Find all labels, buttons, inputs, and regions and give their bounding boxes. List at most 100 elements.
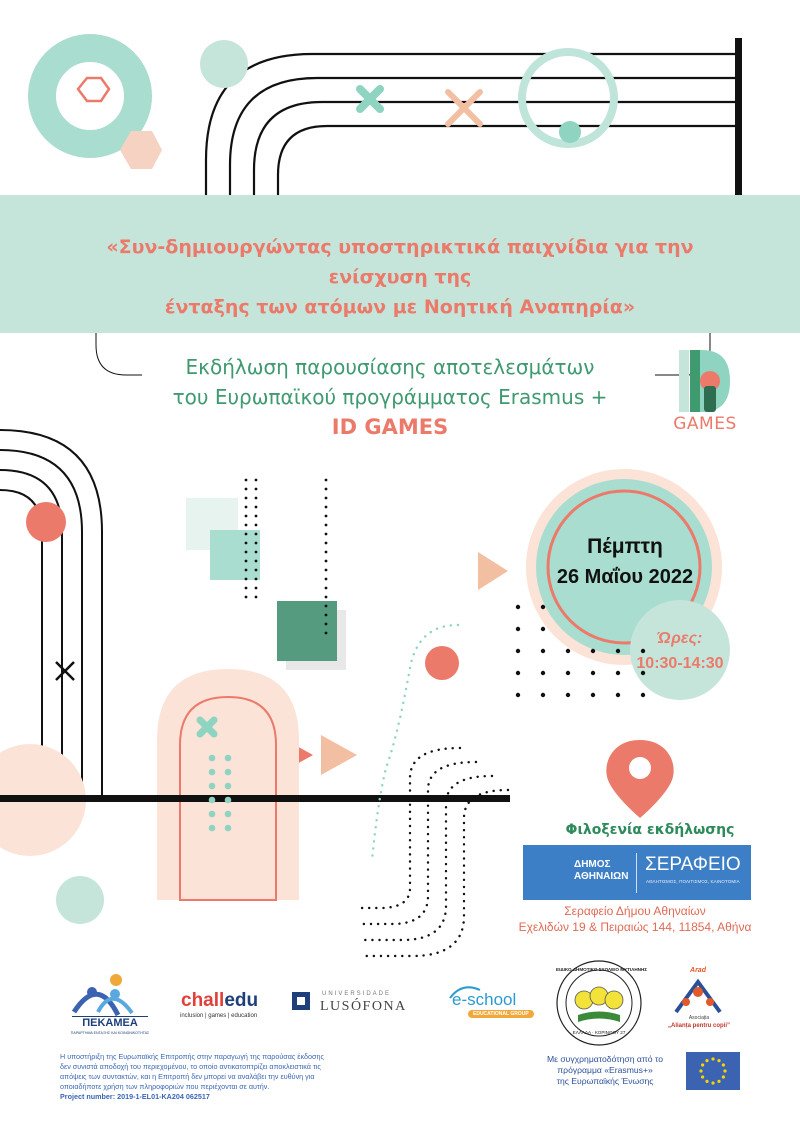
dot — [540, 692, 546, 698]
date-day: Πέμπτη — [587, 535, 663, 558]
challedu-chall: chall — [181, 990, 225, 1011]
eu-star — [699, 1069, 703, 1073]
play-triangle-icon — [478, 552, 508, 590]
dot — [324, 622, 328, 626]
event-title-line2: του Ευρωπαϊκού προγράμματος Erasmus + — [172, 385, 608, 409]
lusofona-name: LUSÓFONA — [320, 999, 407, 1014]
eschool-name: e-school — [452, 990, 517, 1009]
dot — [224, 810, 232, 818]
host-separator — [636, 853, 637, 893]
eu-star — [705, 1059, 709, 1063]
dot — [590, 692, 596, 698]
dot — [244, 523, 248, 527]
dot — [324, 532, 328, 536]
dot — [540, 626, 546, 632]
dot — [254, 514, 258, 518]
dot — [224, 754, 232, 762]
dot — [324, 568, 328, 572]
eu-star — [721, 1075, 725, 1079]
location-pin-icon — [606, 740, 674, 818]
pekamea-logo — [71, 974, 134, 1017]
arad-logo — [674, 978, 722, 1014]
dot — [254, 586, 258, 590]
serafeio-subtitle: ΑΘΛΗΤΙΣΜΟΣ, ΠΟΛΙΤΙΣΜΟΣ, ΚΑΙΝΟΤΟΜΙΑ — [646, 879, 740, 884]
dot — [208, 768, 216, 776]
host-label: Φιλοξενία εκδήλωσης — [565, 822, 735, 838]
dot — [254, 496, 258, 500]
dot — [615, 692, 621, 698]
dot — [590, 648, 596, 654]
school-subtitle: ΕΛΛΑΔΑ · ΚΟΡΙΝΘΟΥ 27 — [572, 1030, 626, 1035]
eu-disclaimer: Η υποστήριξη της Ευρωπαϊκής Επιτροπής στ… — [60, 1052, 460, 1102]
dot — [254, 487, 258, 491]
dot — [208, 754, 216, 762]
dot — [254, 568, 258, 572]
dot — [254, 559, 258, 563]
eu-star — [701, 1063, 705, 1067]
dot — [565, 692, 571, 698]
dot — [224, 782, 232, 790]
banner-title-line2: ένταξης των ατόμων με Νοητική Αναπηρία» — [164, 296, 636, 318]
dot — [244, 568, 248, 572]
cofund-line1: Με συγχρηματοδότηση από το — [546, 1054, 664, 1064]
dot — [324, 604, 328, 608]
dot — [640, 692, 646, 698]
cofund-line2: πρόγραμμα «Erasmus+» — [557, 1065, 653, 1075]
dot — [324, 631, 328, 635]
serafeio-name: ΣΕΡΑΦΕΙΟ — [645, 854, 741, 875]
eu-star — [717, 1079, 721, 1083]
dot — [244, 514, 248, 518]
dot — [244, 550, 248, 554]
dot — [540, 670, 546, 676]
dot — [324, 496, 328, 500]
date-full: 26 Μαΐου 2022 — [556, 566, 694, 588]
eu-star — [723, 1069, 727, 1073]
dot — [324, 514, 328, 518]
dot — [615, 648, 621, 654]
disclaimer-line1: Η υποστήριξη της Ευρωπαϊκής Επιτροπής στ… — [60, 1052, 324, 1061]
eu-flag-icon — [686, 1052, 740, 1090]
eu-star — [721, 1063, 725, 1067]
pekamea-subtitle: ΠΑΡΑΡΤΗΜΑ ΕΝΤΑΞΗΣ ΚΑΙ ΚΟΙΝΩΝΙΚΟΤΗΤΑΣ — [70, 1031, 150, 1035]
school-ring-text: ΕΙΔΙΚΟ ΔΗΜΟΤΙΚΟ ΣΧΟΛΕΙΟ ΜΥΤΙΛΗΝΗΣ — [556, 967, 648, 972]
event-title-line1: Εκδήλωση παρουσίασης αποτελεσμάτων — [185, 355, 595, 379]
arad-name: Arad — [690, 967, 706, 974]
cross-icon — [356, 85, 384, 113]
lusofona-logo — [292, 992, 310, 1010]
dot — [224, 796, 232, 804]
school-logo — [556, 960, 642, 1046]
dot — [515, 626, 521, 632]
disclaimer-line4: οποιαδήποτε χρήση των πληροφοριών που πε… — [60, 1082, 270, 1091]
eu-star — [717, 1059, 721, 1063]
arad-asoc: Asociația — [688, 1015, 710, 1021]
event-title: Εκδήλωση παρουσίασης αποτελεσμάτων του Ε… — [110, 352, 670, 412]
dimos-line1: ΔΗΜΟΣ — [574, 859, 611, 870]
dot — [324, 586, 328, 590]
dot — [254, 595, 258, 599]
dot — [324, 550, 328, 554]
lusofona-top: UNIVERSIDADE — [322, 991, 392, 997]
dot — [224, 824, 232, 832]
hours-label: Ώρες: — [657, 630, 703, 647]
dot — [324, 541, 328, 545]
dot — [540, 648, 546, 654]
dot — [640, 670, 646, 676]
banner-title: «Συν-δημιουργώντας υποστηρικτικά παιχνίδ… — [60, 232, 740, 322]
eu-star — [711, 1057, 715, 1061]
disclaimer-line3: απόψεις των συντακτών, και η Επιτροπή δε… — [60, 1072, 315, 1081]
dot — [244, 496, 248, 500]
dot — [324, 505, 328, 509]
dot — [590, 670, 596, 676]
cross-icon — [445, 89, 483, 127]
cross-icon — [196, 716, 218, 738]
dot — [254, 523, 258, 527]
venue-line1: Σεραφείο Δήμου Αθηναίων — [564, 904, 706, 918]
challedu-name: challedu — [181, 990, 258, 1012]
dot — [244, 586, 248, 590]
dot — [224, 768, 232, 776]
event-program: ID GAMES — [331, 415, 449, 439]
dot — [254, 478, 258, 482]
id-games-logo-label: GAMES — [673, 414, 737, 434]
dot — [515, 604, 521, 610]
